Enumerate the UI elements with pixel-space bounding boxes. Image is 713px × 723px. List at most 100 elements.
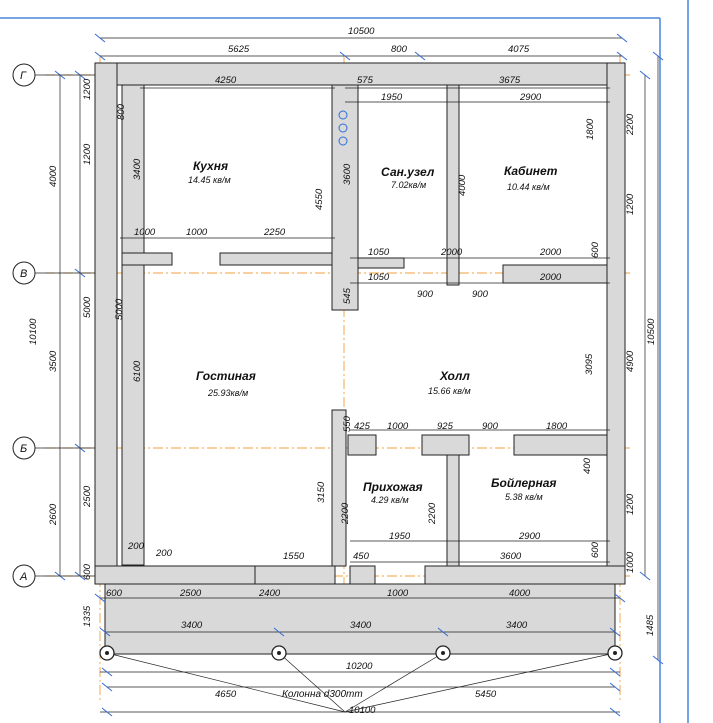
dim-terrace-3400c: 3400 — [506, 620, 528, 631]
dim-1050b: 1050 — [368, 272, 390, 283]
dim-bath-1950: 1950 — [381, 92, 403, 103]
dim-2250: 2250 — [263, 227, 286, 238]
dim-entry-2200a: 2200 — [340, 502, 351, 525]
dim-in-3400: 3400 — [132, 158, 143, 180]
dim-4650: 4650 — [215, 689, 237, 700]
dim-200b: 200 — [155, 548, 173, 559]
room-labels: Кухня 14.45 кв/м Сан.узел 7.02кв/м Кабин… — [188, 159, 558, 505]
dim-entry-3150: 3150 — [316, 481, 327, 503]
dim-left-10100: 10100 — [28, 318, 39, 345]
room-office-name: Кабинет — [504, 164, 558, 178]
room-office-area: 10.44 кв/м — [507, 182, 550, 192]
dim-right-1200b: 1200 — [625, 493, 636, 515]
room-boiler-name: Бойлерная — [491, 476, 556, 490]
dim-10100-bottom: 10100 — [349, 705, 376, 716]
dim-in-6100: 6100 — [132, 360, 143, 382]
dim-2000b: 2000 — [539, 272, 562, 283]
dim-right-3095: 3095 — [584, 353, 595, 375]
dimension-lines — [59, 37, 659, 713]
dim-bath-3600: 3600 — [342, 163, 353, 185]
dim-hall-900: 900 — [482, 421, 499, 432]
column-note: Колонна d300mm — [282, 689, 363, 700]
room-kitchen-area: 14.45 кв/м — [188, 175, 231, 185]
room-living-name: Гостиная — [196, 369, 256, 383]
axis-label-b: Б — [20, 443, 27, 455]
room-living-area: 25.93кв/м — [207, 388, 248, 398]
walls — [94, 62, 626, 655]
dim-450: 450 — [353, 551, 370, 562]
dim-right-600b: 600 — [590, 541, 601, 558]
dim-kitchen-width: 4250 — [215, 75, 237, 86]
room-bath-area: 7.02кв/м — [391, 180, 426, 190]
dim-left-2500: 2500 — [82, 485, 93, 508]
dim-left-1200a: 1200 — [82, 78, 93, 100]
dim-3675: 3675 — [499, 75, 521, 86]
dim-left-5000: 5000 — [82, 296, 93, 318]
dim-bath-4000: 4000 — [457, 174, 468, 196]
dim-kitchen-4550: 4550 — [314, 188, 325, 210]
dim-right-1000: 1000 — [625, 551, 636, 573]
room-hall-name: Холл — [439, 369, 470, 383]
dim-terrace-3400b: 3400 — [350, 620, 372, 631]
dim-right-4900: 4900 — [625, 350, 636, 372]
room-boiler-area: 5.38 кв/м — [505, 492, 543, 502]
dim-office-1800: 1800 — [585, 118, 596, 140]
dim-boiler-2900: 2900 — [518, 531, 541, 542]
dim-900b: 900 — [472, 289, 489, 300]
dim-right-400: 400 — [582, 457, 593, 474]
dim-5450: 5450 — [475, 689, 497, 700]
dim-1550: 1550 — [283, 551, 305, 562]
dim-hall-1000: 1000 — [387, 421, 409, 432]
dim-545: 545 — [342, 287, 353, 304]
dim-in-800: 800 — [116, 103, 127, 120]
dim-hall-550: 550 — [342, 415, 353, 432]
dim-bottom-2500: 2500 — [179, 588, 202, 599]
dim-bottom-600: 600 — [106, 588, 123, 599]
axis-label-g: Г — [20, 70, 27, 82]
dim-entry-1950: 1950 — [389, 531, 411, 542]
room-bath-name: Сан.узел — [381, 165, 435, 179]
dim-10200: 10200 — [346, 661, 373, 672]
dim-900a: 900 — [417, 289, 434, 300]
room-hall-area: 15.66 кв/м — [428, 386, 471, 396]
dim-575: 575 — [357, 75, 374, 86]
dim-left-2600: 2600 — [48, 503, 59, 526]
dim-office-2900: 2900 — [519, 92, 542, 103]
dim-right-1200a: 1200 — [625, 193, 636, 215]
dim-top-mid: 800 — [391, 44, 408, 55]
dim-top-left: 5625 — [228, 44, 250, 55]
dim-bottom-2400: 2400 — [258, 588, 281, 599]
dim-left-600: 600 — [82, 563, 93, 580]
dim-2000a: 2000 — [539, 247, 562, 258]
dim-1050a: 1050 — [368, 247, 390, 258]
dim-bottom-1000: 1000 — [387, 588, 409, 599]
dim-terrace-1335: 1335 — [82, 605, 93, 627]
dim-425: 425 — [354, 421, 371, 432]
dimension-labels: 10500 5625 800 4075 4250 575 3675 1950 2… — [106, 26, 568, 716]
dim-boiler-3600: 3600 — [500, 551, 522, 562]
dim-terrace-3400a: 3400 — [181, 620, 203, 631]
dim-top-total: 10500 — [348, 26, 375, 37]
column-icons — [99, 645, 623, 661]
leader-lines — [106, 652, 616, 713]
dim-left-1200b: 1200 — [82, 143, 93, 165]
dim-right-600a: 600 — [590, 241, 601, 258]
dim-1800: 1800 — [546, 421, 568, 432]
dim-200a: 200 — [127, 541, 145, 552]
axis-label-v: В — [20, 268, 27, 280]
fixture-icons — [338, 110, 348, 146]
room-entry-area: 4.29 кв/м — [371, 495, 409, 505]
dim-1000a: 1000 — [134, 227, 156, 238]
axis-markers — [12, 63, 95, 588]
dim-right-10500: 10500 — [646, 318, 657, 345]
dim-left-4000: 4000 — [48, 165, 59, 187]
dim-entry-2200b: 2200 — [427, 502, 438, 525]
vertical-dimension-labels: 1200 1200 4000 5000 10100 3500 2500 2600… — [28, 78, 657, 636]
dim-top-right: 4075 — [508, 44, 530, 55]
dim-1000b: 1000 — [186, 227, 208, 238]
room-kitchen-name: Кухня — [193, 159, 228, 173]
room-entry-name: Прихожая — [363, 480, 423, 494]
dim-in-5000: 5000 — [114, 298, 125, 320]
dim-925: 925 — [437, 421, 454, 432]
